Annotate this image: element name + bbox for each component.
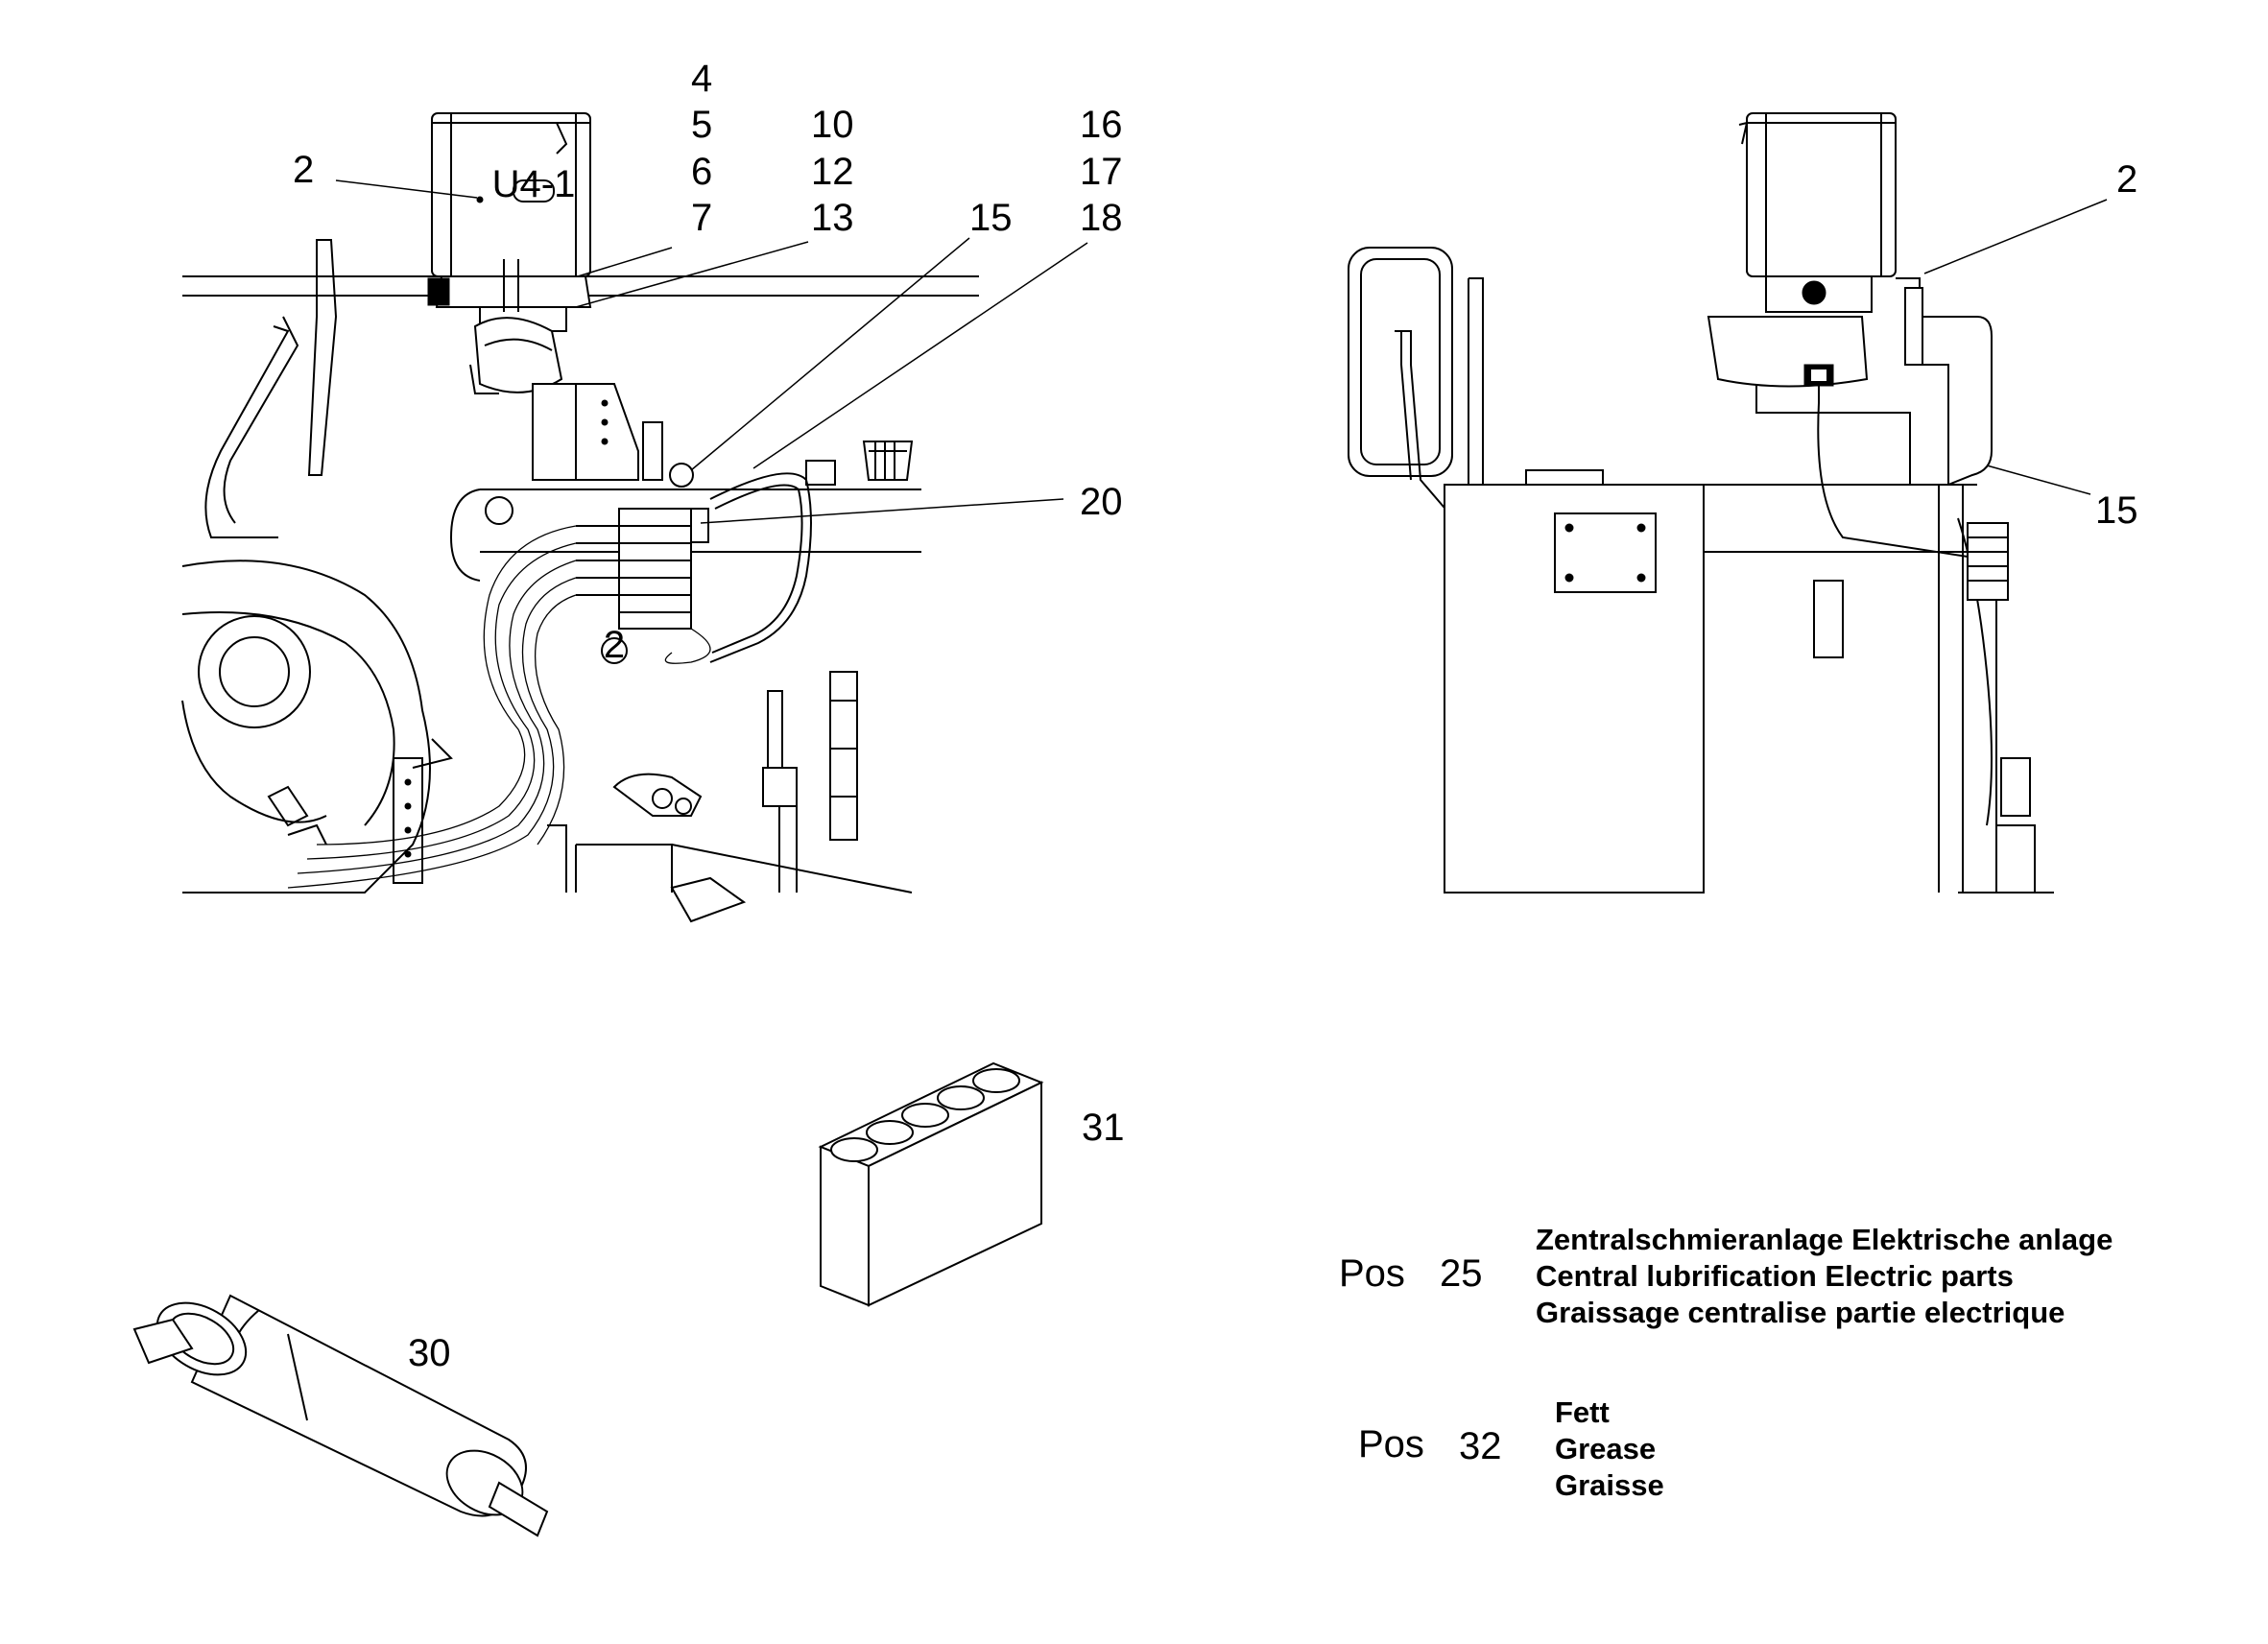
callout-2-left: 2 — [293, 149, 314, 191]
callout-5: 5 — [691, 104, 712, 146]
pos25-line-de: Zentralschmieranlage Elektrische anlage — [1536, 1223, 2113, 1256]
pos25-line-en: Central lubrification Electric parts — [1536, 1259, 2014, 1293]
pos32-number: 32 — [1459, 1425, 1502, 1467]
part-30-grease-cartridge — [132, 1294, 549, 1537]
right-pump-reservoir — [1746, 112, 1897, 277]
pos32-line-de: Fett — [1555, 1395, 1610, 1429]
pos25-line-fr: Graissage centralise partie electrique — [1536, 1296, 2065, 1329]
pos32-line-en: Grease — [1555, 1432, 1656, 1465]
callout-6: 6 — [691, 151, 712, 193]
callout-15-right: 15 — [2095, 489, 2138, 532]
callout-31: 31 — [1082, 1107, 1125, 1149]
pos32-line-fr: Graisse — [1555, 1468, 1664, 1502]
left-callouts: 2 4 5 6 7 10 12 13 15 16 17 18 20 — [293, 58, 1123, 523]
left-leader-lines — [335, 179, 1088, 524]
callout-15-left: 15 — [969, 197, 1013, 239]
callout-30: 30 — [408, 1332, 451, 1374]
callout-12: 12 — [811, 151, 854, 193]
left-assembly-view: U4-1 2 — [181, 112, 979, 923]
callout-16: 16 — [1080, 104, 1123, 146]
callout-7: 7 — [691, 197, 712, 239]
callout-13: 13 — [811, 197, 854, 239]
pos25-word: Pos — [1339, 1252, 1405, 1295]
right-callouts: 2 15 — [2095, 158, 2138, 532]
callout-20: 20 — [1080, 481, 1123, 523]
callout-2-right: 2 — [2116, 158, 2137, 201]
callout-10: 10 — [811, 104, 854, 146]
valve-badge-label: 2 — [604, 624, 625, 666]
legend-pos-32: Pos 32 Fett Grease Graisse — [1358, 1395, 1664, 1502]
callout-4: 4 — [691, 58, 712, 100]
callout-18: 18 — [1080, 197, 1123, 239]
right-leader-lines — [1923, 199, 2108, 495]
right-assembly-view — [1348, 112, 2054, 893]
callout-17: 17 — [1080, 151, 1123, 193]
part-31-cartridge-box — [818, 1061, 1044, 1307]
pos32-word: Pos — [1358, 1423, 1424, 1465]
valve-badge-circle — [601, 637, 628, 664]
distributor-block — [576, 508, 709, 630]
pos25-number: 25 — [1440, 1252, 1483, 1295]
legend-pos-25: Pos 25 Zentralschmieranlage Elektrische … — [1339, 1223, 2113, 1329]
pump-badge-label: U4-1 — [492, 163, 576, 205]
